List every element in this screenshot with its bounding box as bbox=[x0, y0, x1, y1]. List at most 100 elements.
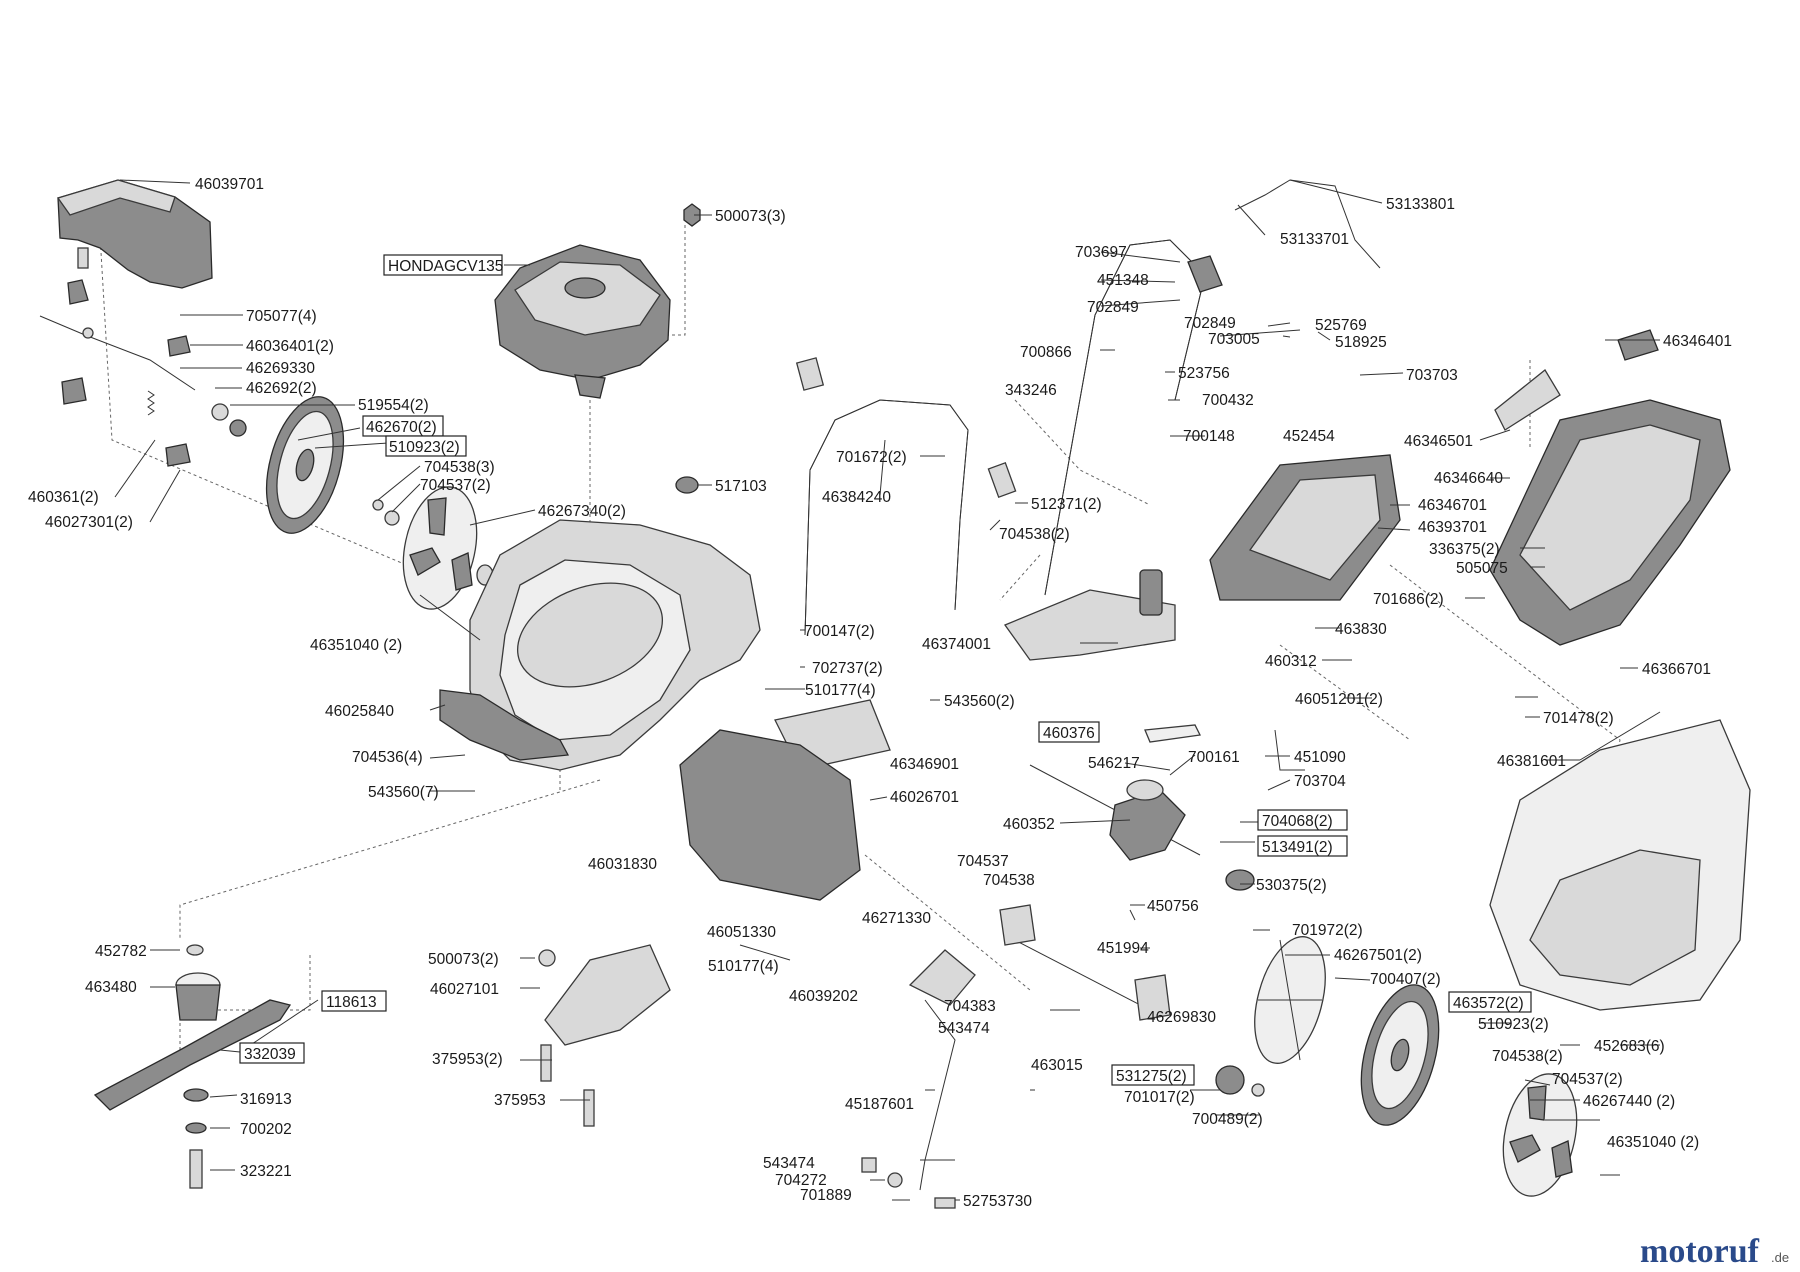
part-label: 543474 bbox=[938, 1020, 990, 1037]
part-label: 704537(2) bbox=[420, 477, 491, 494]
washer bbox=[1251, 1083, 1265, 1097]
watermark-brand: motoruf bbox=[1640, 1233, 1760, 1270]
transmission-gearbox bbox=[1029, 764, 1201, 861]
part-label: 523756 bbox=[1178, 365, 1230, 382]
part-label: 46031830 bbox=[588, 856, 657, 873]
label-box bbox=[1257, 809, 1348, 831]
part-label: 460361(2) bbox=[28, 489, 99, 506]
part-labels: 46039701 500073(3) 53133801 53133701 HON… bbox=[28, 176, 1732, 1210]
axle-end bbox=[82, 327, 94, 339]
rear-hub-left bbox=[1254, 936, 1326, 1064]
part-label: 46346701 bbox=[1418, 497, 1487, 514]
part-label: 46027101 bbox=[430, 981, 499, 998]
part-label: 52753730 bbox=[963, 1193, 1032, 1210]
part-label: 46026701 bbox=[890, 789, 959, 806]
cable-lever bbox=[1187, 255, 1223, 293]
part-label: 704538(2) bbox=[1492, 1048, 1563, 1065]
axle-bracket bbox=[999, 904, 1036, 946]
bearing bbox=[229, 419, 247, 437]
part-label: 510177(4) bbox=[708, 958, 779, 975]
part-label: 700489(2) bbox=[1192, 1111, 1263, 1128]
part-label: 451348 bbox=[1097, 272, 1149, 289]
part-label: 452454 bbox=[1283, 428, 1335, 445]
part-label: 704538(2) bbox=[999, 526, 1070, 543]
part-label: 510923(2) bbox=[389, 439, 460, 456]
part-label: 46039701 bbox=[195, 176, 264, 193]
part-label: 46269330 bbox=[246, 360, 315, 377]
spring bbox=[147, 390, 155, 416]
part-label: 46269830 bbox=[1147, 1009, 1216, 1026]
part-label: 118613 bbox=[326, 994, 377, 1011]
part-label: 703703 bbox=[1406, 367, 1458, 384]
height-adjuster-block bbox=[61, 377, 87, 405]
part-label: HONDAGCV135 bbox=[388, 258, 503, 275]
part-label: 704538 bbox=[983, 872, 1035, 889]
part-label: 704068(2) bbox=[1262, 813, 1333, 830]
drive-bail bbox=[1234, 179, 1381, 269]
part-label: 546217 bbox=[1088, 755, 1140, 772]
drive-axle bbox=[1004, 934, 1151, 1011]
part-label: 700161 bbox=[1188, 749, 1240, 766]
grass-bag bbox=[1489, 719, 1751, 1011]
part-label: 451090 bbox=[1294, 749, 1346, 766]
part-label: 452683(6) bbox=[1594, 1038, 1665, 1055]
part-label: 46025840 bbox=[325, 703, 394, 720]
rear-wheel-right bbox=[1360, 984, 1440, 1126]
part-label: 700202 bbox=[240, 1121, 292, 1138]
part-label: 46267440 (2) bbox=[1583, 1093, 1675, 1110]
part-label: 701686(2) bbox=[1373, 591, 1444, 608]
part-label: 510177(4) bbox=[805, 682, 876, 699]
watermark: motoruf .de bbox=[1640, 1233, 1789, 1270]
nut bbox=[538, 949, 556, 967]
deflector-cone bbox=[908, 949, 976, 1006]
part-label: 700147(2) bbox=[804, 623, 875, 640]
bolt bbox=[583, 1089, 595, 1127]
part-label: 700407(2) bbox=[1370, 971, 1441, 988]
part-label: 704537 bbox=[957, 853, 1009, 870]
part-label: 375953(2) bbox=[432, 1051, 503, 1068]
label-box bbox=[383, 254, 503, 276]
part-label: 46346640 bbox=[1434, 470, 1503, 487]
part-label: 46267501(2) bbox=[1334, 947, 1422, 964]
part-label: 336375(2) bbox=[1429, 541, 1500, 558]
part-label: 517103 bbox=[715, 478, 767, 495]
part-label: 704272 bbox=[775, 1172, 827, 1189]
part-label: 703005 bbox=[1208, 331, 1260, 348]
part-label: 513491(2) bbox=[1262, 839, 1333, 856]
catcher-top-frame bbox=[1489, 399, 1731, 646]
part-label: 510923(2) bbox=[1478, 1016, 1549, 1033]
part-label: 701478(2) bbox=[1543, 710, 1614, 727]
label-box bbox=[321, 990, 387, 1012]
part-label: 518925 bbox=[1335, 334, 1387, 351]
part-label: 375953 bbox=[494, 1092, 546, 1109]
label-box bbox=[1111, 1064, 1195, 1086]
part-label: 316913 bbox=[240, 1091, 292, 1108]
part-label: 46346401 bbox=[1663, 333, 1732, 350]
part-label: 45187601 bbox=[845, 1096, 914, 1113]
label-box bbox=[1257, 835, 1348, 857]
screw bbox=[77, 247, 89, 269]
rear-chute bbox=[679, 729, 861, 901]
part-label: 702849 bbox=[1184, 315, 1236, 332]
engine-honda-gcv135 bbox=[494, 244, 671, 399]
part-label: 500073(3) bbox=[715, 208, 786, 225]
part-label: 702849 bbox=[1087, 299, 1139, 316]
part-label: 463015 bbox=[1031, 1057, 1083, 1074]
part-illustrations bbox=[39, 179, 1751, 1209]
part-label: 505075 bbox=[1456, 560, 1508, 577]
height-adjuster-block bbox=[167, 335, 191, 357]
washer bbox=[887, 1172, 903, 1188]
part-label: 700866 bbox=[1020, 344, 1072, 361]
part-label: 46036401(2) bbox=[246, 338, 334, 355]
part-label: 700148 bbox=[1183, 428, 1235, 445]
part-label: 46381601 bbox=[1497, 753, 1566, 770]
axle-bracket bbox=[1134, 974, 1171, 1021]
part-label: 332039 bbox=[244, 1046, 296, 1063]
part-label: 530375(2) bbox=[1256, 877, 1327, 894]
part-label: 704537(2) bbox=[1552, 1071, 1623, 1088]
part-label: 702737(2) bbox=[812, 660, 883, 677]
part-label: 46366701 bbox=[1642, 661, 1711, 678]
part-label: 703704 bbox=[1294, 773, 1346, 790]
lower-handle bbox=[804, 399, 969, 636]
label-box bbox=[1038, 721, 1100, 743]
